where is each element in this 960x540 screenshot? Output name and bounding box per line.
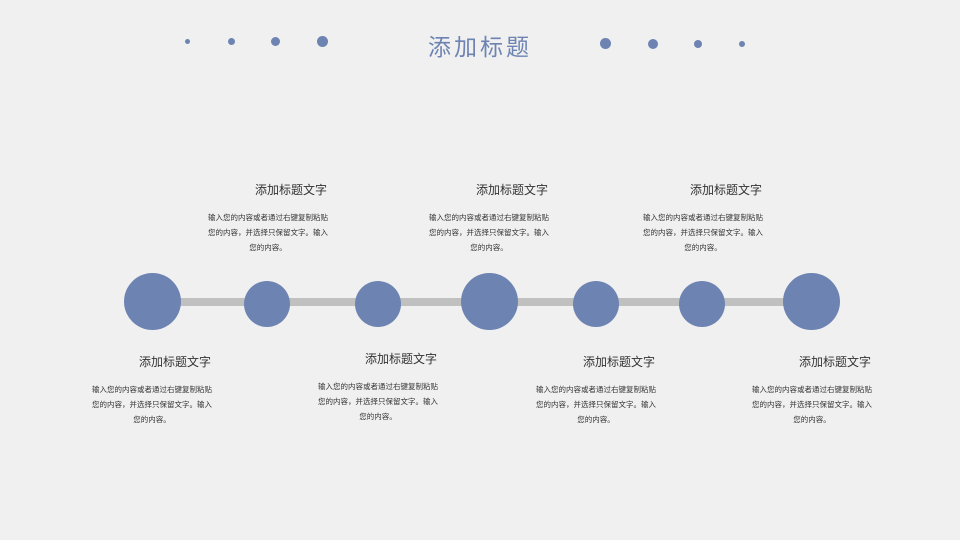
decor-dot [600,38,611,49]
page-title: 添加标题 [428,35,532,61]
item-body: 输入您的内容或者通过右键复制粘贴 [92,385,212,394]
timeline-node [244,281,290,327]
timeline-node [124,273,181,330]
item-body: 您的内容，并选择只保留文字。输入 [429,228,549,237]
item-body: 输入您的内容或者通过右键复制粘贴 [318,382,438,391]
item-body: 您的内容。 [133,415,171,424]
item-body: 输入您的内容或者通过右键复制粘贴 [643,213,763,222]
item-body: 您的内容，并选择只保留文字。输入 [92,400,212,409]
item-body: 输入您的内容或者通过右键复制粘贴 [536,385,656,394]
item-body: 您的内容。 [684,243,722,252]
item-body: 您的内容，并选择只保留文字。输入 [752,400,872,409]
item-body: 您的内容。 [577,415,615,424]
timeline-item: 添加标题文字 输入您的内容或者通过右键复制粘贴 您的内容，并选择只保留文字。输入… [618,181,788,255]
timeline-node [679,281,725,327]
decor-dot [694,40,702,48]
item-title: 添加标题文字 [582,355,655,369]
item-title: 添加标题文字 [254,183,327,197]
item-body: 您的内容。 [793,415,831,424]
decor-dot [648,39,658,49]
timeline-node [573,281,619,327]
item-body: 您的内容。 [359,412,397,421]
item-body: 输入您的内容或者通过右键复制粘贴 [429,213,549,222]
decor-dot [185,39,190,44]
timeline-node [783,273,840,330]
timeline-item: 添加标题文字 输入您的内容或者通过右键复制粘贴 您的内容，并选择只保留文字。输入… [511,353,681,427]
item-title: 添加标题文字 [689,183,762,197]
decor-dot [228,38,235,45]
item-body: 输入您的内容或者通过右键复制粘贴 [752,385,872,394]
item-body: 您的内容，并选择只保留文字。输入 [536,400,656,409]
item-title: 添加标题文字 [798,355,871,369]
timeline-item: 添加标题文字 输入您的内容或者通过右键复制粘贴 您的内容，并选择只保留文字。输入… [404,181,574,255]
timeline-node [461,273,518,330]
item-body: 您的内容。 [470,243,508,252]
item-title: 添加标题文字 [475,183,548,197]
timeline-node [355,281,401,327]
decor-dot [317,36,328,47]
item-title: 添加标题文字 [364,352,437,366]
item-body: 输入您的内容或者通过右键复制粘贴 [208,213,328,222]
item-body: 您的内容，并选择只保留文字。输入 [208,228,328,237]
decor-dot [271,37,280,46]
timeline-item: 添加标题文字 输入您的内容或者通过右键复制粘贴 您的内容，并选择只保留文字。输入… [183,181,353,255]
decor-dot [739,41,745,47]
timeline-item: 添加标题文字 输入您的内容或者通过右键复制粘贴 您的内容，并选择只保留文字。输入… [293,350,463,424]
item-body: 您的内容，并选择只保留文字。输入 [643,228,763,237]
timeline-item: 添加标题文字 输入您的内容或者通过右键复制粘贴 您的内容，并选择只保留文字。输入… [727,353,897,427]
item-title: 添加标题文字 [138,355,211,369]
timeline-item: 添加标题文字 输入您的内容或者通过右键复制粘贴 您的内容，并选择只保留文字。输入… [67,353,237,427]
item-body: 您的内容，并选择只保留文字。输入 [318,397,438,406]
item-body: 您的内容。 [249,243,287,252]
